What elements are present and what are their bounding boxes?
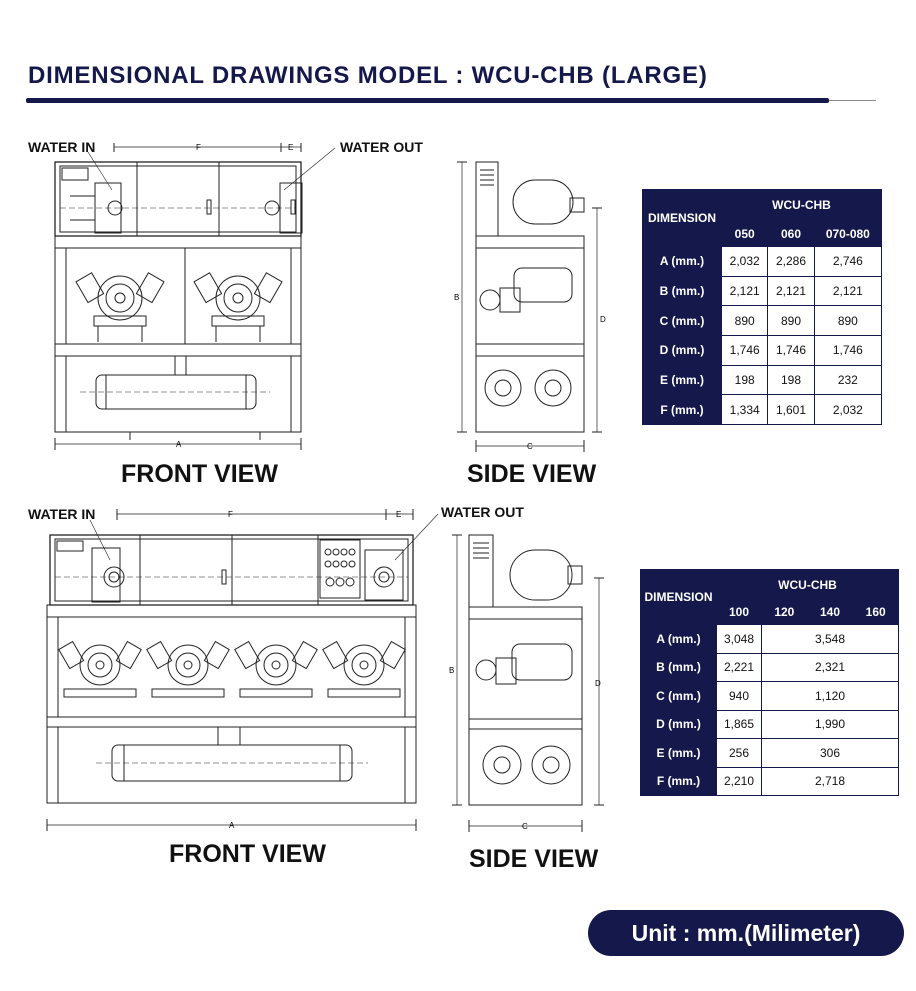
dim-b-label: B [449, 666, 454, 675]
dim-c-label: C [522, 822, 528, 831]
row-label: B (mm.) [640, 652, 717, 682]
table-row: A (mm.) 3,048 3,548 [640, 624, 899, 654]
table-row: D (mm.) 1,746 1,746 1,746 [642, 334, 883, 366]
model-col-header: 050 [720, 220, 769, 247]
cell: 1,601 [767, 394, 815, 425]
table-row: E (mm.) 256 306 [640, 738, 899, 768]
dim-b-label: B [454, 293, 459, 302]
cell: 1,746 [813, 334, 883, 366]
dim-d-label: D [595, 679, 601, 688]
model-col-header: 120 [761, 599, 808, 625]
page-title: DIMENSIONAL DRAWINGS MODEL : WCU-CHB (LA… [28, 62, 708, 89]
model-col-header: 060 [767, 220, 815, 247]
front-view-label: FRONT VIEW [169, 840, 326, 868]
cell: 3,548 [761, 624, 899, 654]
cell: 198 [767, 364, 815, 396]
cell: 3,048 [716, 624, 762, 654]
side-view-label: SIDE VIEW [467, 460, 597, 488]
cell: 198 [720, 364, 769, 396]
cell: 2,718 [761, 766, 899, 796]
table-row: B (mm.) 2,221 2,321 [640, 652, 899, 682]
table-row: D (mm.) 1,865 1,990 [640, 709, 899, 739]
table-row: F (mm.) 2,210 2,718 [640, 766, 899, 796]
table-row: E (mm.) 198 198 232 [642, 364, 883, 396]
front-view-label: FRONT VIEW [121, 460, 278, 488]
cell: 2,210 [716, 766, 762, 796]
cell: 890 [720, 305, 769, 336]
cell: 940 [716, 681, 762, 711]
table-group-header: WCU-CHB [716, 569, 899, 600]
title-underline [26, 98, 829, 103]
table-corner: DIMENSION [640, 569, 717, 625]
cell: 1,746 [720, 334, 769, 366]
cell: 256 [716, 738, 762, 768]
table-row: A (mm.) 2,032 2,286 2,746 [642, 246, 883, 277]
table-row: B (mm.) 2,121 2,121 2,121 [642, 275, 883, 307]
model-col-header: 070-080 [813, 220, 883, 247]
cell: 2,121 [767, 275, 815, 307]
model-col-header: 140 [806, 599, 854, 625]
model-col-header: 160 [852, 599, 899, 625]
dim-e-label: E [288, 143, 293, 152]
table-row: C (mm.) 940 1,120 [640, 681, 899, 711]
water-in-label: WATER IN [28, 139, 96, 155]
model-col-header: 100 [716, 599, 762, 625]
cell: 1,865 [716, 709, 762, 739]
side-view-label: SIDE VIEW [469, 845, 599, 873]
water-out-label: WATER OUT [340, 139, 423, 155]
dim-a-label: A [229, 821, 235, 830]
water-in-label: WATER IN [28, 506, 96, 522]
dim-a-label: A [176, 440, 182, 449]
cell: 2,746 [813, 246, 883, 277]
dim-c-label: C [527, 442, 533, 451]
table-row: F (mm.) 1,334 1,601 2,032 [642, 394, 883, 425]
cell: 2,121 [813, 275, 883, 307]
cell: 1,334 [720, 394, 769, 425]
table-group-header: WCU-CHB [721, 189, 882, 221]
spec-table-large: DIMENSION WCU-CHB 100 120 140 160 A (mm.… [640, 569, 899, 796]
spec-table-small: DIMENSION WCU-CHB 050 060 070-080 A (mm.… [642, 189, 883, 425]
dim-d-label: D [600, 315, 606, 324]
row-label: C (mm.) [640, 681, 717, 711]
row-label: E (mm.) [642, 364, 722, 396]
cell: 2,321 [761, 652, 899, 682]
cell: 2,221 [716, 652, 762, 682]
title-underline-tail [829, 100, 876, 101]
row-label: A (mm.) [640, 624, 717, 654]
row-label: D (mm.) [640, 709, 717, 739]
row-label: C (mm.) [642, 305, 722, 336]
row-label: F (mm.) [642, 394, 722, 425]
cell: 1,990 [761, 709, 899, 739]
cell: 2,286 [767, 246, 815, 277]
dim-f-label: F [228, 510, 233, 519]
table-corner: DIMENSION [642, 189, 722, 247]
table-row: C (mm.) 890 890 890 [642, 305, 883, 336]
cell: 1,120 [761, 681, 899, 711]
row-label: F (mm.) [640, 766, 717, 796]
water-out-label: WATER OUT [441, 504, 524, 520]
cell: 2,032 [813, 394, 883, 425]
cell: 2,121 [720, 275, 769, 307]
unit-badge: Unit : mm.(Milimeter) [588, 910, 904, 956]
row-label: E (mm.) [640, 738, 717, 768]
cell: 306 [761, 738, 899, 768]
dim-e-label: E [396, 510, 401, 519]
dim-f-label: F [196, 143, 201, 152]
cell: 890 [767, 305, 815, 336]
cell: 1,746 [767, 334, 815, 366]
cell: 232 [813, 364, 883, 396]
